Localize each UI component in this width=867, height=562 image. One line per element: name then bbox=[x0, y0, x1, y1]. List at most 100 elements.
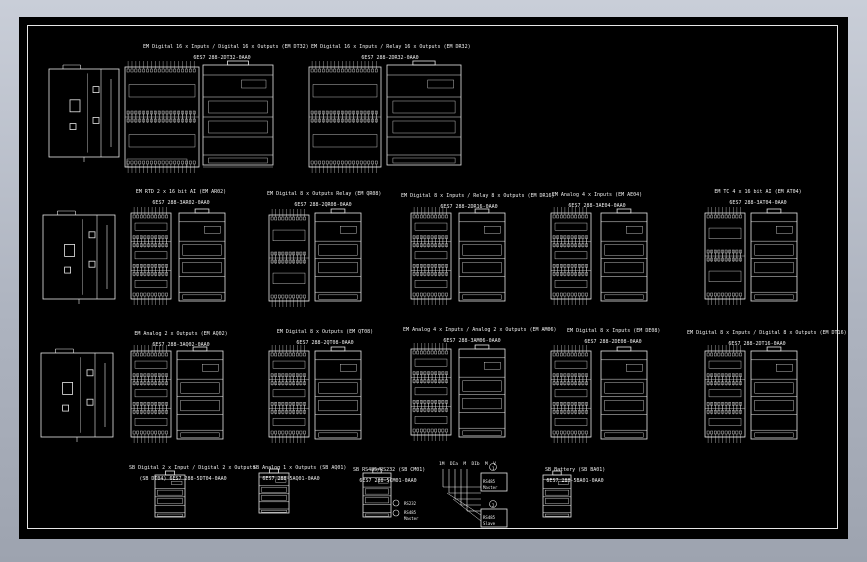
de08-wired-screw bbox=[567, 430, 570, 435]
am06-wired-label-area bbox=[414, 387, 448, 396]
ar02-wired-screw bbox=[154, 292, 158, 297]
dr32-wired-screw bbox=[348, 160, 352, 165]
aq02-wired-screw bbox=[136, 352, 139, 357]
ae04-front-foot bbox=[604, 294, 644, 300]
qr08-wired-screw bbox=[278, 294, 281, 299]
aq02-front-top-tab bbox=[192, 346, 208, 352]
am06-wired-screw bbox=[438, 428, 441, 433]
dr16-wired-screw bbox=[441, 292, 445, 297]
dr32-wired-screw bbox=[329, 68, 333, 73]
sb-dt04-top-tab bbox=[165, 470, 175, 476]
dr16-front-foot bbox=[462, 294, 502, 300]
dr32-wired-screw bbox=[310, 68, 314, 73]
qr08-wired-screw bbox=[288, 294, 292, 299]
de08-wired-screw bbox=[581, 430, 585, 435]
qt08-wired-screw bbox=[296, 352, 299, 357]
rs485-master-box bbox=[480, 472, 508, 492]
ar02-wired-screw bbox=[150, 292, 154, 297]
ae04-wired-screw bbox=[585, 292, 588, 297]
qt08-wired-screw bbox=[270, 352, 274, 357]
ar02-wired-screw bbox=[157, 214, 161, 219]
qr08-wired-screw bbox=[270, 216, 274, 221]
am06-wired-screw bbox=[420, 350, 423, 355]
ar02-wired-screw bbox=[139, 214, 143, 219]
wiring-num1: 1 bbox=[492, 466, 495, 471]
title-em-at04: EM TC 4 x 16 bit AI (EM AT04) 6ES7 288-3… bbox=[701, 184, 803, 212]
dr32-wired-screw bbox=[356, 160, 359, 165]
am06-wired-screw bbox=[441, 428, 445, 433]
qt08-wired-screw bbox=[278, 352, 281, 357]
dr16-wired-screw bbox=[423, 214, 427, 219]
aq02-wired-label-area bbox=[134, 389, 168, 398]
order-text: 6ES7 288-3AE04-0AA0 bbox=[568, 202, 626, 209]
wiring-diag bbox=[446, 492, 482, 516]
aq02-wired-screw bbox=[139, 430, 143, 435]
ar02-wired-label-area bbox=[134, 251, 168, 260]
at04-front-badge bbox=[776, 225, 793, 234]
order-text: 6ES7 288-2QR08-0AA0 bbox=[294, 201, 352, 208]
ae04-wired-screw bbox=[567, 214, 570, 219]
dr16-wired-screw bbox=[412, 214, 416, 219]
dt16-wired-label-area bbox=[708, 360, 742, 369]
qt08-front-panel bbox=[318, 400, 358, 412]
dr32-wired-screw bbox=[325, 160, 329, 165]
sb-aq01-panel bbox=[261, 495, 287, 501]
dt16-wired-screw bbox=[721, 430, 724, 435]
title-text: SB Digital 2 x Input / Digital 2 x Outpu… bbox=[129, 464, 256, 471]
ar02-wired-screw bbox=[165, 214, 168, 219]
ar02-wired-screw bbox=[143, 292, 147, 297]
dt16-wired-screw bbox=[717, 352, 721, 357]
sb-ba01-badge bbox=[558, 481, 569, 485]
qr08-front-badge bbox=[340, 225, 357, 234]
sb-dt04-panel bbox=[157, 498, 183, 504]
dt32-wired-screw bbox=[157, 160, 161, 165]
dr32-wired-screw bbox=[333, 68, 337, 73]
dt32-wired-screw bbox=[130, 160, 134, 165]
dt32-front-foot bbox=[208, 157, 268, 164]
de08-front-foot bbox=[604, 432, 644, 438]
qt08-wired-screw bbox=[296, 430, 299, 435]
dt16-wired-screw bbox=[728, 430, 731, 435]
order-text: 6ES7 288-2DR16-0AA0 bbox=[440, 203, 498, 210]
qr08-wired-screw bbox=[281, 294, 285, 299]
order-text: 6ES7 288-3AQ02-0AA0 bbox=[152, 341, 210, 348]
am06-front-panel bbox=[462, 380, 502, 392]
de08-wired-screw bbox=[578, 352, 581, 357]
title-text: SB Battery (SB BA01) bbox=[545, 466, 606, 473]
dr16-wired-screw bbox=[427, 292, 430, 297]
aq02-wired-screw bbox=[132, 430, 136, 435]
wiring-box1-label: RS485 Master bbox=[483, 479, 498, 490]
dr16-wired-screw bbox=[420, 214, 423, 219]
order-text: 6ES7 288-2DT16-0AA0 bbox=[728, 340, 786, 347]
dr32-wired-screw bbox=[356, 68, 359, 73]
aq02-wired-screw bbox=[132, 352, 136, 357]
am06-wired-screw bbox=[427, 350, 430, 355]
at04-wired-screw bbox=[721, 214, 724, 219]
qr08-wired-screw bbox=[296, 294, 299, 299]
dt16-front-panel bbox=[754, 382, 794, 394]
qr08-wired-screw bbox=[292, 216, 296, 221]
qr08-wired-screw bbox=[281, 216, 285, 221]
dt32-front-badge bbox=[241, 79, 267, 89]
dr16-wired-screw bbox=[416, 214, 420, 219]
dt16-wired-screw bbox=[735, 430, 739, 435]
dt32-front-panel bbox=[208, 120, 268, 134]
dr16-wired-label-area bbox=[414, 251, 448, 260]
dr16-front-panel bbox=[462, 244, 502, 256]
sb-dt04-foot bbox=[157, 513, 183, 517]
ae04-wired-screw bbox=[560, 214, 563, 219]
dt16-front-badge bbox=[776, 364, 793, 372]
de08-front-panel bbox=[604, 400, 644, 412]
title-text: EM Digital 16 x Inputs / Relay 16 x Outp… bbox=[311, 43, 471, 50]
dt32-wired-screw bbox=[173, 160, 177, 165]
title-text: SB RS485/RS232 (SB CM01) bbox=[353, 466, 426, 473]
title-text: EM Digital 8 x Inputs / Relay 8 x Output… bbox=[401, 192, 555, 199]
qt08-wired-screw bbox=[303, 352, 306, 357]
at04-wired-screw bbox=[724, 214, 728, 219]
de08-wired-outline bbox=[550, 350, 592, 438]
ar02-front-top-tab bbox=[194, 208, 210, 214]
dt32-wired-screw bbox=[154, 68, 157, 73]
at04-wired-screw bbox=[728, 292, 731, 297]
dr16-wired-screw bbox=[412, 292, 416, 297]
qr08-front-panel bbox=[318, 262, 358, 274]
